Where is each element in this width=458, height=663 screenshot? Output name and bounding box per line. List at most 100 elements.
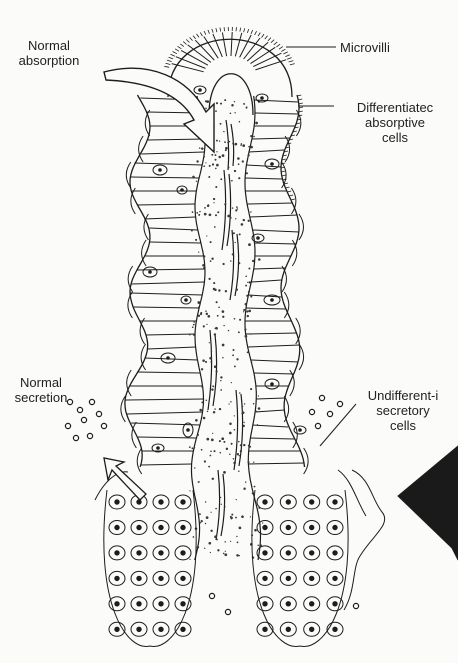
stipple-dot — [224, 553, 227, 556]
stipple-dot — [248, 445, 250, 447]
cell-boundary-left — [144, 358, 197, 360]
right-crypt-cell-nucleus — [263, 525, 267, 529]
stipple-dot — [199, 513, 201, 515]
stipple-dot — [223, 131, 224, 132]
stipple-dot — [251, 362, 252, 363]
microvillus — [167, 60, 172, 62]
stipple-dot — [232, 207, 233, 208]
stipple-dot — [216, 102, 218, 104]
stipple-dot — [199, 147, 200, 148]
stipple-dot — [231, 382, 232, 383]
stipple-dot — [222, 357, 223, 358]
stipple-dot — [221, 504, 222, 505]
right-crypt-cell-nucleus — [286, 602, 290, 606]
stipple-dot — [236, 536, 237, 537]
dome-cell-boundary — [204, 37, 218, 59]
stipple-dot — [211, 439, 214, 442]
stipple-dot — [233, 232, 235, 234]
cell-boundary-left — [134, 163, 202, 165]
microvillus — [171, 54, 175, 56]
stipple-dot — [236, 288, 238, 290]
stipple-dot — [241, 223, 244, 226]
microvillus — [247, 29, 248, 33]
stipple-dot — [250, 146, 253, 149]
stipple-dot — [249, 281, 251, 283]
cell-boundary-right — [253, 425, 288, 427]
secretion-droplet — [309, 409, 314, 414]
stipple-dot — [213, 198, 215, 200]
core-vessel — [208, 330, 212, 410]
stipple-dot — [234, 112, 235, 113]
microvillus — [289, 195, 293, 196]
stipple-dot — [234, 415, 235, 416]
stipple-dot — [222, 344, 225, 347]
stipple-dot — [200, 522, 202, 524]
cell-boundary-right — [256, 398, 284, 399]
stipple-dot — [214, 365, 217, 368]
stipple-dot — [250, 211, 251, 212]
stipple-dot — [213, 282, 215, 284]
stipple-dot — [233, 458, 235, 460]
cell-boundary-right — [250, 215, 298, 217]
stipple-dot — [215, 508, 217, 510]
stipple-dot — [207, 315, 210, 318]
stipple-dot — [223, 553, 225, 555]
stipple-dot — [231, 104, 234, 107]
dome-cell-boundary — [176, 57, 206, 69]
stipple-dot — [203, 325, 205, 327]
left-crypt-cell-nucleus — [115, 500, 119, 504]
stipple-dot — [212, 163, 214, 165]
stipple-dot — [220, 452, 222, 454]
left-crypt-cell-nucleus — [137, 500, 141, 504]
stipple-dot — [208, 466, 210, 468]
dome-cell-boundary — [231, 32, 232, 56]
stipple-dot — [204, 207, 206, 209]
right-crypt-cell-nucleus — [333, 576, 337, 580]
stipple-dot — [250, 334, 251, 335]
stipple-dot — [219, 140, 220, 141]
stipple-dot — [216, 301, 218, 303]
cell-boundary-right — [248, 463, 304, 464]
microvillus — [279, 47, 283, 50]
label-undiff-line1: Undifferent-i — [350, 388, 456, 403]
stipple-dot — [193, 324, 195, 326]
microvillus — [289, 61, 294, 62]
label-differentiated-line3: cells — [336, 130, 454, 145]
stipple-dot — [221, 437, 224, 440]
right-crypt-cell-nucleus — [286, 500, 290, 504]
stipple-dot — [252, 260, 254, 262]
right-crypt-cell-nucleus — [310, 602, 314, 606]
microvillus — [186, 39, 189, 42]
stipple-dot — [232, 354, 234, 356]
microvillus — [276, 44, 280, 47]
cell-boundary-left — [149, 242, 201, 243]
stipple-dot — [200, 313, 202, 315]
stipple-dot — [215, 159, 217, 161]
stipple-dot — [226, 448, 228, 450]
stipple-dot — [245, 275, 247, 277]
core-vessel — [230, 230, 234, 300]
stipple-dot — [243, 444, 245, 446]
core-vessel — [216, 470, 220, 540]
microvillus — [244, 28, 245, 32]
cell-boundary-right — [255, 410, 284, 412]
stipple-dot — [257, 545, 259, 547]
stipple-dot — [201, 386, 203, 388]
stipple-dot — [216, 164, 219, 167]
stipple-dot — [254, 486, 256, 488]
label-differentiated-cells: Differentiatec absorptive cells — [336, 100, 454, 145]
microvillus — [251, 30, 253, 34]
cell-bulge-right — [299, 214, 304, 240]
left-crypt-cell-nucleus — [159, 525, 163, 529]
stipple-dot — [225, 149, 227, 151]
stipple-dot — [234, 318, 236, 320]
left-crypt-cell-nucleus — [159, 551, 163, 555]
stipple-dot — [230, 217, 231, 218]
stipple-dot — [242, 160, 244, 162]
cell-boundary-left — [130, 177, 199, 178]
stipple-dot — [220, 376, 222, 378]
stipple-dot — [247, 282, 248, 283]
label-undifferentiated-cells: Undifferent-i secretory cells — [350, 388, 456, 433]
stipple-dot — [239, 233, 241, 235]
label-differentiated-line1: Differentiatec — [336, 100, 454, 115]
